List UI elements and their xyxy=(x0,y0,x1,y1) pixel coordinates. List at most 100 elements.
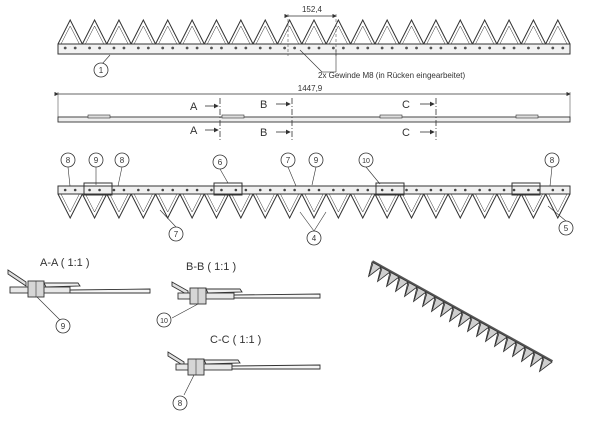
rivet-hole xyxy=(258,46,262,50)
callout-leader xyxy=(159,209,177,228)
knife-section-tooth xyxy=(301,18,327,45)
knife-section-tooth xyxy=(325,18,352,45)
knife-section-bevel xyxy=(548,193,568,213)
rivet xyxy=(137,188,140,192)
knife-section-tooth xyxy=(423,18,449,45)
knife-section-tooth xyxy=(179,18,205,45)
rivet-hole xyxy=(405,46,408,50)
callout-mid_8_left-label: 8 xyxy=(66,156,71,165)
rivet xyxy=(439,188,443,192)
knife-section-bevel xyxy=(353,25,373,45)
knife-section-tooth xyxy=(203,18,230,45)
rivet-hole xyxy=(512,46,516,50)
bottom-view-rivets xyxy=(63,188,565,192)
knife-section-bevel xyxy=(377,193,397,213)
rivet xyxy=(332,188,335,192)
top-view-teeth xyxy=(57,18,571,45)
knife-section-tooth xyxy=(447,18,473,45)
callout-mid_8_right xyxy=(544,152,560,168)
knife-section-bevel xyxy=(328,25,348,45)
rivet-hole xyxy=(161,46,165,50)
rivet xyxy=(234,188,238,192)
isometric-tooth xyxy=(430,296,445,313)
section-cc-callout xyxy=(172,395,188,411)
section-c-top: C xyxy=(402,99,410,111)
knife-section-tooth xyxy=(179,193,205,220)
section-a-bottom: A xyxy=(190,125,198,137)
knife-section-tooth xyxy=(252,193,278,220)
isometric-tooth xyxy=(493,331,508,348)
knife-section-bevel xyxy=(450,193,470,213)
knife-section-tooth xyxy=(350,193,376,220)
knife-section-tooth xyxy=(472,193,498,220)
isometric-tooth xyxy=(403,281,418,298)
knife-section-bevel xyxy=(280,25,300,45)
isometric-tooth xyxy=(466,316,481,333)
callout-leader xyxy=(547,205,567,222)
knife-section-bevel xyxy=(524,193,543,213)
isometric-tooth xyxy=(439,301,454,318)
callout-leader xyxy=(117,166,123,187)
callout-leader xyxy=(549,166,553,187)
knife-section-tooth xyxy=(106,193,132,220)
knife-section-tooth xyxy=(472,18,498,45)
rivet-hole xyxy=(73,46,77,50)
isometric-tooth-shade xyxy=(531,352,536,365)
rivet-hole xyxy=(210,46,213,50)
rivet-hole xyxy=(478,46,482,50)
isometric-tooth-shade xyxy=(486,327,491,340)
knife-section-tooth xyxy=(203,193,230,220)
rivet-hole xyxy=(331,46,335,50)
rivet xyxy=(73,188,77,192)
knife-section-tooth xyxy=(130,18,156,45)
knife-section-bevel xyxy=(255,193,275,213)
isometric-tooth xyxy=(457,311,472,328)
section-aa-title: A-A ( 1:1 ) xyxy=(40,257,90,269)
knife-section-tooth xyxy=(398,18,425,45)
rivet xyxy=(122,188,126,192)
rivet xyxy=(244,188,248,192)
rivet-hole xyxy=(146,46,150,50)
rivet xyxy=(171,188,175,192)
knife-section-bevel xyxy=(304,193,324,213)
isometric-tooth xyxy=(475,321,490,338)
knife-section-tooth xyxy=(228,18,254,45)
top-view: 152,4 2x Gewinde M8 (in Rücken eingearbe… xyxy=(57,5,571,80)
isometric-tooth-shade xyxy=(450,307,455,320)
isometric-tooth-shade xyxy=(405,282,410,295)
rivet xyxy=(537,188,540,192)
rivet xyxy=(63,188,67,192)
knife-section-tooth xyxy=(496,18,522,45)
isometric-tooth-shade xyxy=(396,277,401,290)
isometric-tooth-shade xyxy=(504,337,509,350)
callout-leader xyxy=(299,211,315,232)
rivet-hole xyxy=(356,46,360,50)
rivet-hole xyxy=(341,46,345,50)
rivet xyxy=(527,188,530,192)
rivet xyxy=(429,188,433,192)
section-a-top: A xyxy=(190,101,198,113)
knife-section-bevel xyxy=(255,25,275,45)
isometric-tooth-shade xyxy=(522,347,527,360)
rivet-hole xyxy=(220,46,223,50)
isometric-tooth-shade xyxy=(414,287,419,300)
section-bb-callout-label: 10 xyxy=(160,318,168,325)
pitch-dimension: 152,4 xyxy=(302,5,323,14)
knife-section-tooth xyxy=(57,193,83,220)
rivet xyxy=(512,188,516,192)
isometric-tooth xyxy=(484,326,499,343)
callout-mid_8_right-label: 8 xyxy=(550,156,555,165)
knife-section-tooth xyxy=(252,18,278,45)
knife-section-bevel xyxy=(60,25,80,45)
knife-section-bevel xyxy=(207,25,226,45)
knife-section-bevel xyxy=(402,25,421,45)
rivet xyxy=(293,188,296,192)
rivet xyxy=(453,188,457,192)
knife-section-bevel xyxy=(207,193,226,213)
rivet-hole xyxy=(307,46,311,50)
rivet-hole xyxy=(195,46,199,50)
rivet xyxy=(551,188,555,192)
section-aa: A-A ( 1:1 ) 9 xyxy=(7,257,151,334)
knife-section-bevel xyxy=(85,25,104,45)
knife-section-bevel xyxy=(524,25,543,45)
